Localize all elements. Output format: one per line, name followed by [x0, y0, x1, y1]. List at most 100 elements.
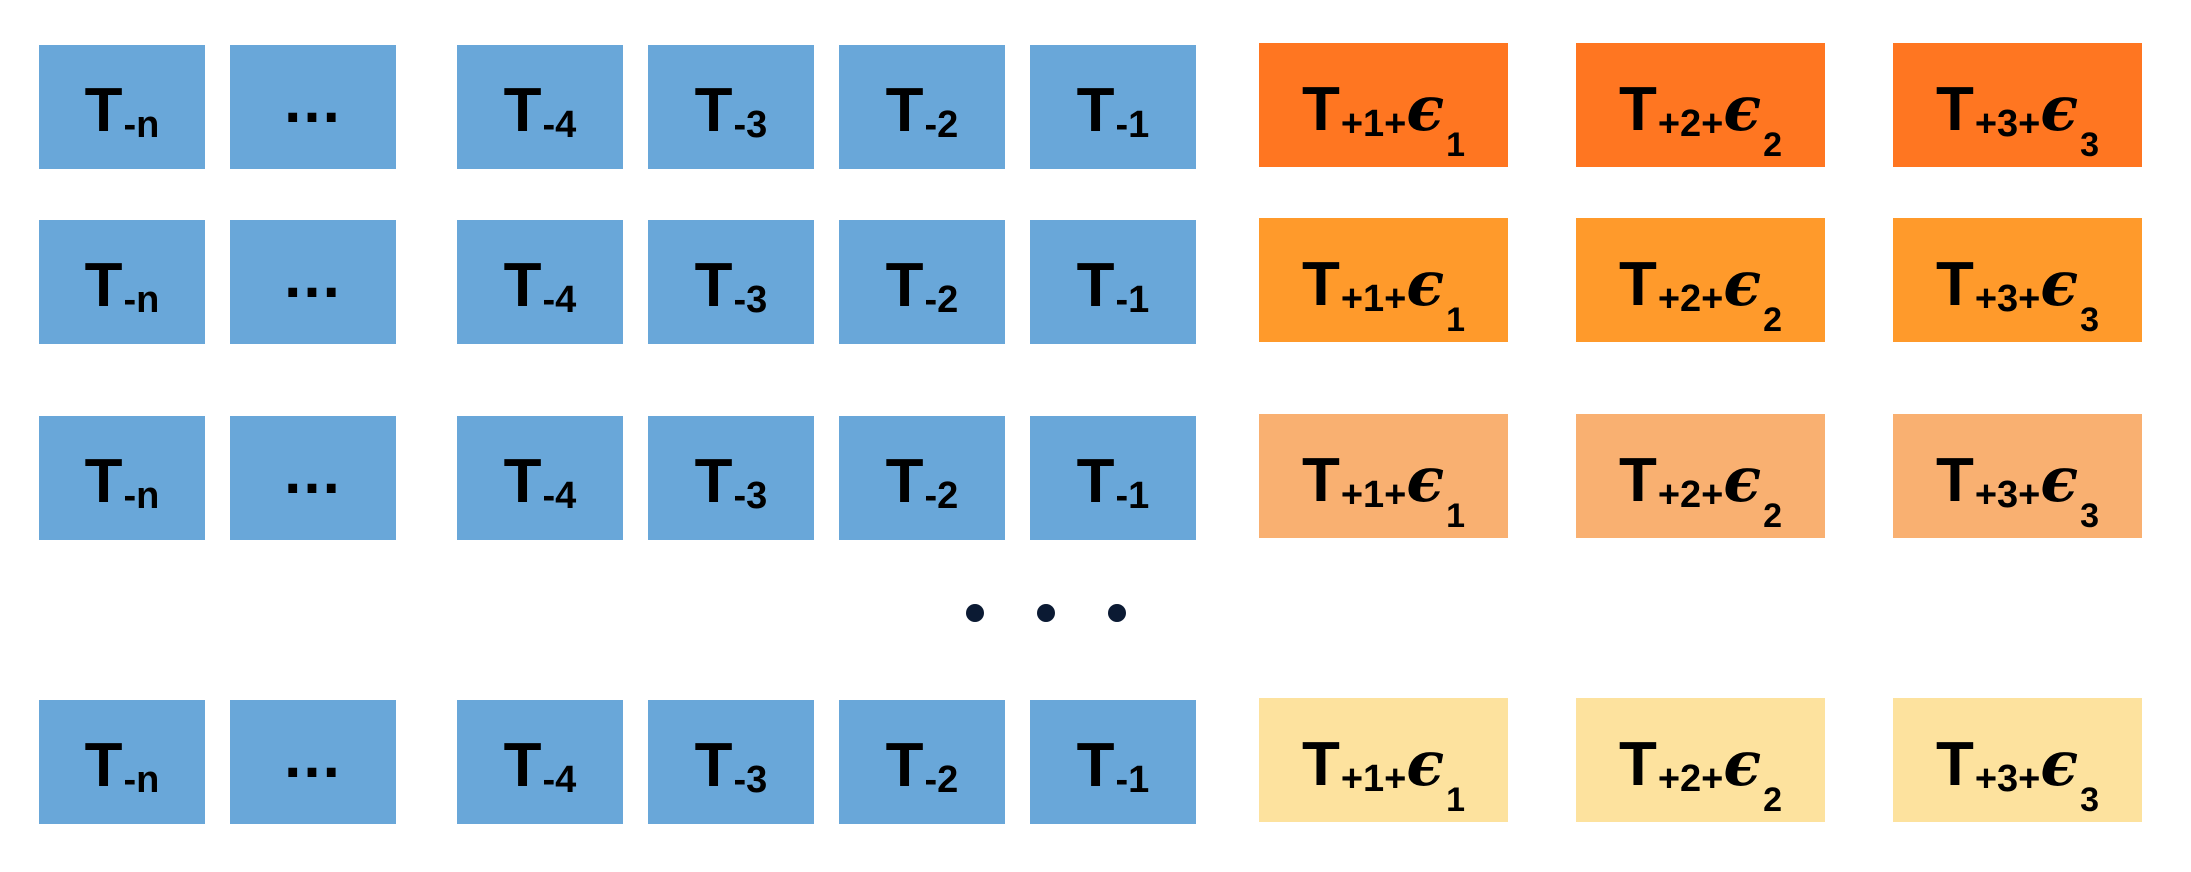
- time-offset: +2+: [1657, 757, 1724, 800]
- forecast-cell: T+3+ϵ3: [1893, 698, 2142, 822]
- history-cell: T-n: [39, 45, 205, 169]
- epsilon-symbol: ϵ: [1406, 442, 1445, 516]
- time-offset: -3: [733, 475, 768, 517]
- time-offset: -n: [123, 104, 160, 146]
- history-ellipsis-cell: ...: [230, 45, 396, 169]
- time-step-label: T-n: [85, 451, 160, 516]
- history-ellipsis-cell: ...: [230, 220, 396, 344]
- time-offset: -3: [733, 104, 768, 146]
- forecast-cell: T+2+ϵ2: [1576, 698, 1825, 822]
- time-step-label: T-4: [504, 255, 577, 320]
- time-symbol: T: [1935, 445, 1974, 515]
- epsilon-symbol: ϵ: [2040, 246, 2079, 320]
- history-cell: T-4: [457, 416, 623, 540]
- time-symbol: T: [885, 447, 924, 516]
- time-symbol: T: [1301, 729, 1340, 799]
- time-step-label: T-1: [1076, 76, 1150, 145]
- time-step-label: T-n: [84, 731, 160, 800]
- epsilon-index: 1: [1446, 300, 1466, 339]
- time-step-label: T-2: [886, 735, 959, 800]
- forecast-label: T+2+ϵ2: [1618, 729, 1782, 817]
- forecast-label: T+2+ϵ2: [1619, 252, 1782, 337]
- time-symbol: T: [1301, 445, 1340, 515]
- time-symbol: T: [1618, 729, 1657, 799]
- time-offset: +1+: [1340, 102, 1407, 145]
- history-cell: T-3: [648, 700, 814, 824]
- time-offset: -3: [733, 759, 768, 801]
- epsilon-index: 3: [2080, 300, 2100, 339]
- time-symbol: T: [1935, 74, 1974, 144]
- time-symbol: T: [84, 731, 123, 800]
- forecast-label: T+1+ϵ1: [1302, 77, 1465, 162]
- time-symbol: T: [694, 447, 733, 516]
- history-cell: T-4: [457, 45, 623, 169]
- epsilon-index: 3: [2080, 780, 2100, 819]
- history-cell: T-4: [457, 220, 623, 344]
- time-step-label: T-n: [84, 76, 160, 145]
- time-symbol: T: [1935, 249, 1974, 319]
- ellipsis-label: ...: [284, 241, 342, 311]
- time-offset: +3+: [1974, 473, 2041, 516]
- forecast-cell: T+1+ϵ1: [1259, 698, 1508, 822]
- epsilon-index: 3: [2080, 125, 2100, 164]
- time-offset: +1+: [1340, 473, 1407, 516]
- forecast-label: T+1+ϵ1: [1302, 252, 1465, 337]
- epsilon-symbol: ϵ: [2040, 726, 2079, 800]
- forecast-label: T+2+ϵ2: [1618, 74, 1782, 162]
- time-step-label: T-1: [1077, 255, 1150, 320]
- epsilon-symbol: ϵ: [2040, 442, 2079, 516]
- forecast-label: T+3+ϵ3: [1935, 445, 2099, 533]
- time-step-label: T-3: [695, 80, 768, 145]
- time-offset: -n: [123, 475, 160, 517]
- time-symbol: T: [84, 76, 123, 145]
- forecast-label: T+3+ϵ3: [1935, 74, 2099, 162]
- history-ellipsis-cell: ...: [230, 416, 396, 540]
- epsilon-symbol: ϵ: [1406, 71, 1445, 145]
- forecast-cell: T+3+ϵ3: [1893, 43, 2142, 167]
- history-cell: T-4: [457, 700, 623, 824]
- history-cell: T-1: [1030, 220, 1196, 344]
- time-offset: +3+: [1974, 277, 2041, 320]
- time-symbol: T: [694, 731, 733, 800]
- epsilon-symbol: ϵ: [1723, 71, 1762, 145]
- epsilon-index: 1: [1446, 780, 1466, 819]
- forecast-cell: T+1+ϵ1: [1259, 43, 1508, 167]
- epsilon-symbol: ϵ: [1406, 726, 1445, 800]
- time-symbol: T: [885, 251, 924, 320]
- forecast-cell: T+2+ϵ2: [1576, 218, 1825, 342]
- time-offset: -2: [924, 475, 959, 517]
- time-step-label: T-4: [504, 451, 577, 516]
- time-symbol: T: [885, 76, 924, 145]
- time-step-label: T-3: [694, 251, 768, 320]
- history-cell: T-2: [839, 45, 1005, 169]
- time-offset: -1: [1115, 104, 1150, 146]
- time-symbol: T: [1935, 729, 1974, 799]
- time-offset: -2: [924, 759, 959, 801]
- history-ellipsis-cell: ...: [230, 700, 396, 824]
- time-symbol: T: [84, 251, 123, 320]
- time-symbol: T: [503, 76, 542, 145]
- epsilon-index: 2: [1763, 125, 1783, 164]
- time-symbol: T: [694, 251, 733, 320]
- forecast-cell: T+2+ϵ2: [1576, 414, 1825, 538]
- epsilon-index: 2: [1763, 496, 1783, 535]
- time-step-label: T-2: [885, 76, 959, 145]
- time-offset: -4: [542, 759, 577, 801]
- time-offset: +3+: [1974, 757, 2041, 800]
- epsilon-symbol: ϵ: [1406, 246, 1445, 320]
- dot: [1037, 604, 1055, 622]
- time-symbol: T: [1076, 447, 1115, 516]
- history-cell: T-1: [1030, 700, 1196, 824]
- history-cell: T-2: [839, 700, 1005, 824]
- ellipsis-label: ...: [284, 66, 342, 136]
- epsilon-index: 2: [1763, 300, 1783, 339]
- time-symbol: T: [1618, 74, 1657, 144]
- time-symbol: T: [503, 731, 542, 800]
- time-step-label: T-3: [694, 731, 768, 800]
- time-offset: -4: [542, 104, 577, 146]
- time-symbol: T: [1076, 76, 1115, 145]
- history-cell: T-n: [39, 416, 205, 540]
- history-cell: T-3: [648, 220, 814, 344]
- time-offset: +2+: [1657, 473, 1724, 516]
- time-step-label: T-2: [885, 447, 959, 516]
